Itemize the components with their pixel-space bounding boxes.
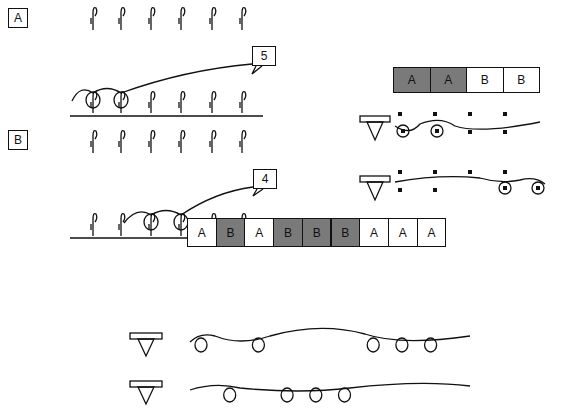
node-text: 5 bbox=[261, 50, 268, 62]
boxed-letter: A bbox=[8, 8, 28, 28]
table-cell: B bbox=[331, 218, 361, 247]
feeder-tag: 5 bbox=[252, 46, 276, 66]
cell-letter: B bbox=[481, 74, 489, 86]
table-cell: B bbox=[302, 218, 332, 247]
table-cell: B bbox=[273, 218, 303, 247]
cell-letter: B bbox=[517, 74, 525, 86]
table-cell: A bbox=[359, 218, 389, 247]
cell-letter: B bbox=[341, 227, 349, 239]
cell-letter: A bbox=[255, 227, 263, 239]
table-cell: B bbox=[216, 218, 246, 247]
cell-letter: B bbox=[227, 227, 235, 239]
table-cell: B bbox=[466, 67, 504, 93]
table-cell: A bbox=[388, 218, 418, 247]
node-text: B bbox=[14, 134, 22, 146]
feeder-tag: 4 bbox=[253, 169, 277, 189]
cell-letter: A bbox=[444, 74, 452, 86]
cell-letter: A bbox=[427, 227, 435, 239]
table-cell: B bbox=[503, 67, 541, 93]
cell-letter: B bbox=[313, 227, 321, 239]
table-cell: A bbox=[244, 218, 274, 247]
table-cell: A bbox=[430, 67, 468, 93]
cell-letter: A bbox=[408, 74, 416, 86]
boxed-letter: B bbox=[8, 130, 28, 150]
cell-letter: A bbox=[399, 227, 407, 239]
cell-letter: A bbox=[198, 227, 206, 239]
node-text: 4 bbox=[262, 173, 269, 185]
table-cell: A bbox=[417, 218, 447, 247]
cell-letter: A bbox=[370, 227, 378, 239]
cell-letter: B bbox=[284, 227, 292, 239]
table-cell: A bbox=[393, 67, 431, 93]
table-cell: A bbox=[187, 218, 217, 247]
node-text: A bbox=[14, 12, 22, 24]
